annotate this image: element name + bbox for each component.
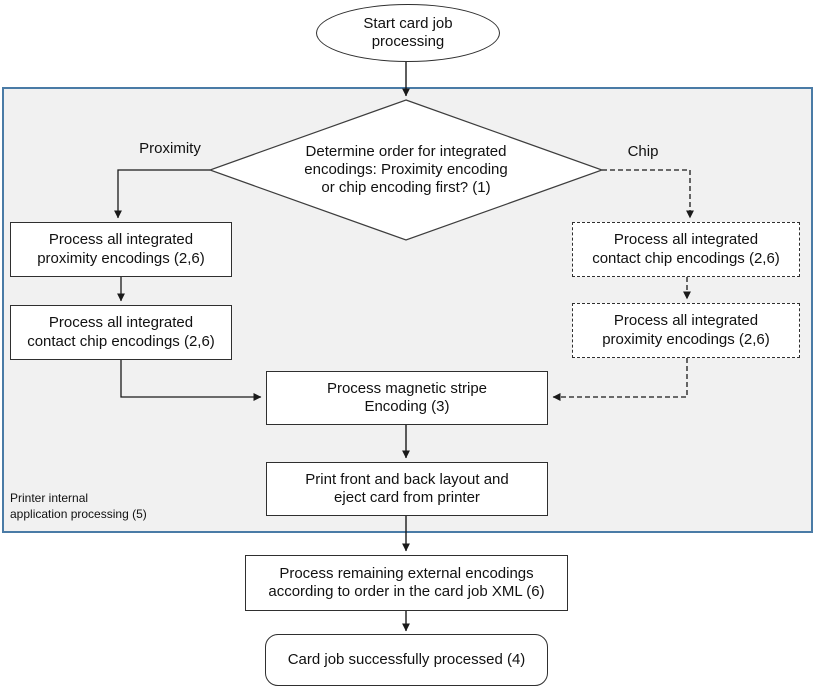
node-print-eject: Print front and back layout and eject ca… [266,462,548,516]
edge-label-proximity: Proximity [139,140,201,157]
decision-diamond-shape [208,99,604,241]
node-start-label: Start card job processing [363,14,453,50]
node-prox-encodings-right: Process all integrated proximity encodin… [572,303,800,358]
node-print-eject-label: Print front and back layout and eject ca… [305,470,509,506]
node-chip-encodings-right-label: Process all integrated contact chip enco… [592,231,780,267]
node-prox-encodings-left: Process all integrated proximity encodin… [10,222,232,277]
node-done: Card job successfully processed (4) [265,634,548,686]
node-magstripe: Process magnetic stripe Encoding (3) [266,371,548,425]
connector-prox-right-to-magstripe [552,358,688,401]
node-prox-encodings-left-label: Process all integrated proximity encodin… [37,231,205,267]
connector-decision-to-chip-right [602,169,694,219]
node-external-encodings: Process remaining external encodings acc… [245,555,568,611]
node-magstripe-label: Process magnetic stripe Encoding (3) [326,379,488,415]
node-decision-label: Determine order for integrated encodings… [304,142,508,197]
node-done-label: Card job successfully processed (4) [287,650,526,668]
edge-label-chip: Chip [627,143,659,160]
connector-chip-left-to-magstripe [120,360,262,401]
node-chip-encodings-left-label: Process all integrated contact chip enco… [27,314,215,350]
node-start: Start card job processing [316,4,500,62]
node-chip-encodings-right: Process all integrated contact chip enco… [572,222,800,277]
connector-decision-to-prox-left [114,169,210,219]
node-external-encodings-label: Process remaining external encodings acc… [268,564,545,600]
node-chip-encodings-left: Process all integrated contact chip enco… [10,305,232,360]
node-decision: Determine order for integrated encodings… [276,102,536,238]
printer-internal-region-label: Printer internal application processing … [10,491,147,521]
node-prox-encodings-right-label: Process all integrated proximity encodin… [602,312,770,348]
